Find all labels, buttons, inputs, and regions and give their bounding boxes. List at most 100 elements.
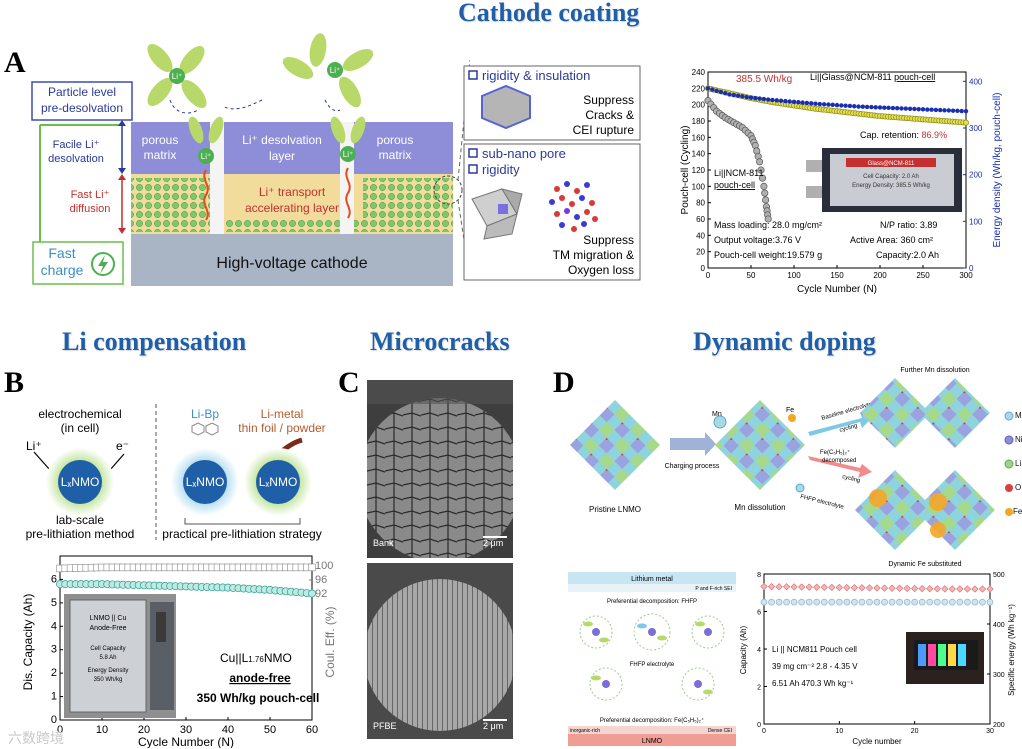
y-tick-label: 160	[692, 133, 706, 142]
data-point	[986, 585, 994, 593]
lxnmo-particle-2	[183, 460, 227, 504]
lnmo-layer	[568, 734, 736, 746]
legend-o: O	[1015, 483, 1022, 492]
energy-point	[757, 96, 762, 101]
scale-bar-top	[483, 536, 507, 538]
porous-text-1: porous	[142, 133, 179, 147]
lab-scale-text: lab-scale	[56, 513, 104, 527]
atom-lattice	[549, 181, 598, 232]
data-point	[926, 598, 934, 606]
p-f-sei-text: P and F-rich SEI	[695, 586, 732, 592]
energy-point	[813, 101, 818, 106]
y-tick-label: 0	[51, 714, 57, 726]
e-minus-text: e⁻	[116, 439, 129, 453]
mn-dissolution-lattice	[715, 400, 805, 490]
y2-tick-label: 92	[315, 588, 327, 600]
y2-tick-label: 200	[993, 722, 1005, 729]
mn-text: Mn	[712, 411, 722, 418]
energy-point	[809, 101, 814, 106]
energy-point	[735, 93, 741, 98]
suppress-text-1: Suppress	[583, 93, 634, 107]
data-point	[873, 598, 881, 606]
energy-point	[817, 101, 822, 107]
lxnmo-text-3: LₓNMO	[259, 475, 298, 489]
y-tick-label: 220	[692, 84, 706, 93]
data-point	[760, 582, 768, 591]
scale-bar-bottom	[483, 719, 507, 721]
data-point	[775, 598, 783, 606]
chart-b-y2label: Coul. Eff. (%)	[323, 606, 337, 677]
dynamic-fe-text: Dynamic Fe substituted	[888, 561, 961, 568]
oxygen-loss-text: Oxygen loss	[568, 263, 634, 277]
photo-a-line-3: Energy Density: 385.5 Wh/kg	[852, 183, 930, 189]
charge-text: charge	[41, 262, 84, 278]
y2-tick-label: 400	[993, 622, 1005, 629]
energy-point	[783, 98, 788, 104]
y-tick-label: 5	[51, 597, 57, 609]
tm-migration-text: TM migration &	[553, 248, 634, 262]
thin-foil-text: thin foil / powder	[238, 421, 325, 435]
data-point	[308, 563, 316, 572]
data-point	[764, 215, 772, 223]
energy-point	[938, 107, 943, 113]
data-point	[820, 598, 828, 606]
lxnmo-particle-3	[256, 460, 300, 504]
watermark: 六数跨境	[8, 730, 64, 746]
photo-b-line-1: LNMO || Cu	[90, 615, 127, 622]
sem-image-bottom: PFBE 2 μm	[367, 563, 513, 739]
photo-b-line-2: Anode-Free	[90, 625, 127, 632]
data-point	[963, 585, 972, 593]
suppress-text-2: Suppress	[583, 233, 634, 247]
chart-d-ylabel: Capacity (Ah)	[739, 625, 748, 674]
li-ion-text-4: Li⁺	[343, 150, 353, 159]
sem-top-scale: 2 μm	[483, 538, 504, 548]
photo-b-line-3: Cell Capacity	[90, 646, 125, 652]
photo-b-line-5: Energy Density	[88, 668, 129, 674]
energy-point	[933, 107, 939, 113]
data-point	[756, 158, 764, 166]
rigidity-insulation-text: rigidity & insulation	[482, 68, 590, 83]
title-li-compensation: Li compensation	[62, 327, 247, 356]
data-point	[888, 598, 896, 606]
data-point	[760, 598, 768, 606]
data-point	[956, 585, 964, 593]
data-point	[979, 598, 986, 606]
chart-a-ylabel: Pouch-cell (Cycling)	[680, 126, 691, 215]
facile-li-text: Facile Li⁺	[53, 139, 100, 151]
energy-point	[787, 99, 792, 104]
data-point	[828, 583, 836, 592]
charging-text: Charging process	[665, 463, 720, 470]
pouch-cell-photo-a: Glass@NCM-811 Cell Capacity: 2.0 Ah Ener…	[806, 148, 962, 212]
y-tick-label: 2	[757, 685, 761, 692]
panel-label-c: C	[338, 366, 360, 399]
chart-d-spec-2: 6.51 Ah 470.3 Wh kg⁻¹	[772, 679, 853, 688]
photo-b-line-4: 5.8 Ah	[99, 655, 116, 661]
legend-li: Li	[1015, 459, 1022, 468]
li-metal-text: Li-metal	[261, 407, 304, 421]
li-bp-text: Li-Bp	[191, 407, 219, 421]
energy-point	[830, 102, 835, 108]
data-point	[828, 598, 836, 606]
lnmo-layer-text: LNMO	[642, 738, 663, 745]
y-tick-label: 1	[51, 691, 57, 703]
y-tick-label: 4	[757, 647, 761, 654]
legend-ni: Ni	[1015, 435, 1022, 444]
y-tick-label: 40	[696, 231, 705, 240]
matrix-text-2: matrix	[379, 148, 412, 162]
energy-point	[705, 86, 711, 91]
li-plus-text: Li⁺	[26, 439, 42, 453]
y-tick-label: 120	[692, 166, 706, 175]
data-point	[896, 598, 903, 606]
title-dynamic-doping: Dynamic doping	[693, 327, 876, 356]
li-ion-text-3: Li⁺	[201, 152, 211, 161]
mn-diss-text: Mn dissolution	[734, 503, 785, 512]
data-point	[843, 598, 851, 606]
cei-rupture-text: CEI rupture	[573, 123, 635, 137]
y-tick-label: 0	[757, 722, 761, 729]
chart-a-xlabel: Cycle Number (N)	[797, 284, 877, 295]
energy-point	[843, 103, 848, 108]
info-area: Active Area: 360 cm²	[850, 235, 933, 245]
energy-point	[744, 94, 749, 100]
data-point	[820, 583, 828, 591]
data-point	[971, 585, 979, 593]
